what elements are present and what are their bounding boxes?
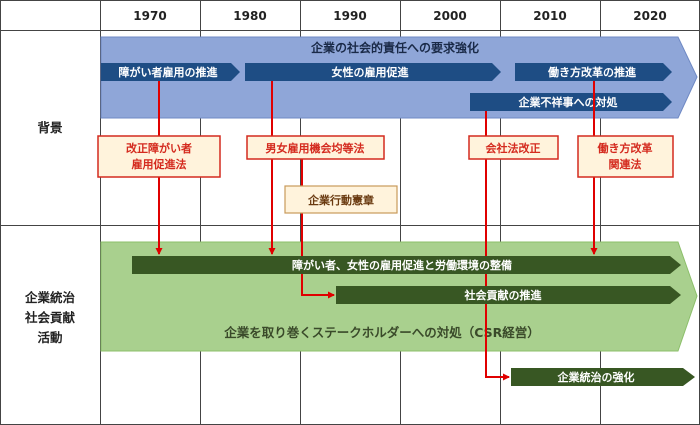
women-employment-label: 女性の雇用促進 [332,65,410,79]
disability-employment-label: 障がい者雇用の推進 [119,65,219,79]
decade-label-2010: 2010 [533,9,566,23]
decade-label-2020: 2020 [633,9,666,23]
row-label-activities-line-2: 社会貢献 [24,310,76,325]
decade-label-2000: 2000 [433,9,466,23]
corporate-governance-arrow [511,368,695,386]
connector-companies-act-down [485,159,510,381]
decade-header: 1970 1980 1990 2000 2010 2020 [133,9,666,23]
social-contribution-label: 社会貢献の推進 [464,288,543,302]
women-employment-arrow [245,63,501,81]
activities-band-title: 企業を取り巻くステークホルダーへの対処（CSR経営） [223,325,540,340]
background-band-title: 企業の社会的責任への要求強化 [310,40,479,55]
decade-label-1980: 1980 [233,9,266,23]
corporate-charter-text: 企業行動憲章 [307,193,374,207]
corporate-charter-box: 企業行動憲章 [284,185,398,214]
law-disability-line-2: 雇用促進法 [132,157,187,171]
law-equal-opportunity-text: 男女雇用機会均等法 [266,141,365,155]
law-companies-act-text: 会社法改正 [486,141,541,155]
misconduct-response-arrow [470,93,672,111]
row-label-background: 背景 [37,120,63,135]
row-label-activities-line-1: 企業統治 [24,290,76,305]
decade-label-1990: 1990 [333,9,366,23]
law-disability-line-1: 改正障がい者 [126,141,192,155]
law-box-equal-opportunity: 男女雇用機会均等法 [246,135,385,160]
law-connectors [155,81,598,381]
work-environment-arrow [132,256,681,274]
law-workstyle-line-1: 働き方改革 [597,141,653,155]
law-box-disability: 改正障がい者 雇用促進法 [97,135,221,178]
workstyle-reform-arrow [515,63,672,81]
connector-charter-down [301,213,335,299]
row-label-activities: 企業統治 社会貢献 活動 [24,290,76,345]
row-label-activities-line-3: 活動 [37,330,62,345]
corporate-governance-label: 企業統治の強化 [557,370,635,384]
misconduct-response-label: 企業不祥事への対処 [518,95,619,109]
law-box-companies-act: 会社法改正 [468,135,559,160]
workstyle-reform-label: 働き方改革の推進 [547,65,637,79]
law-box-workstyle: 働き方改革 関連法 [577,135,674,178]
work-environment-label: 障がい者、女性の雇用促進と労働環境の整備 [292,258,512,272]
disability-employment-arrow [101,63,240,81]
decade-label-1970: 1970 [133,9,166,23]
law-workstyle-line-2: 関連法 [609,157,642,171]
social-contribution-arrow [336,286,681,304]
